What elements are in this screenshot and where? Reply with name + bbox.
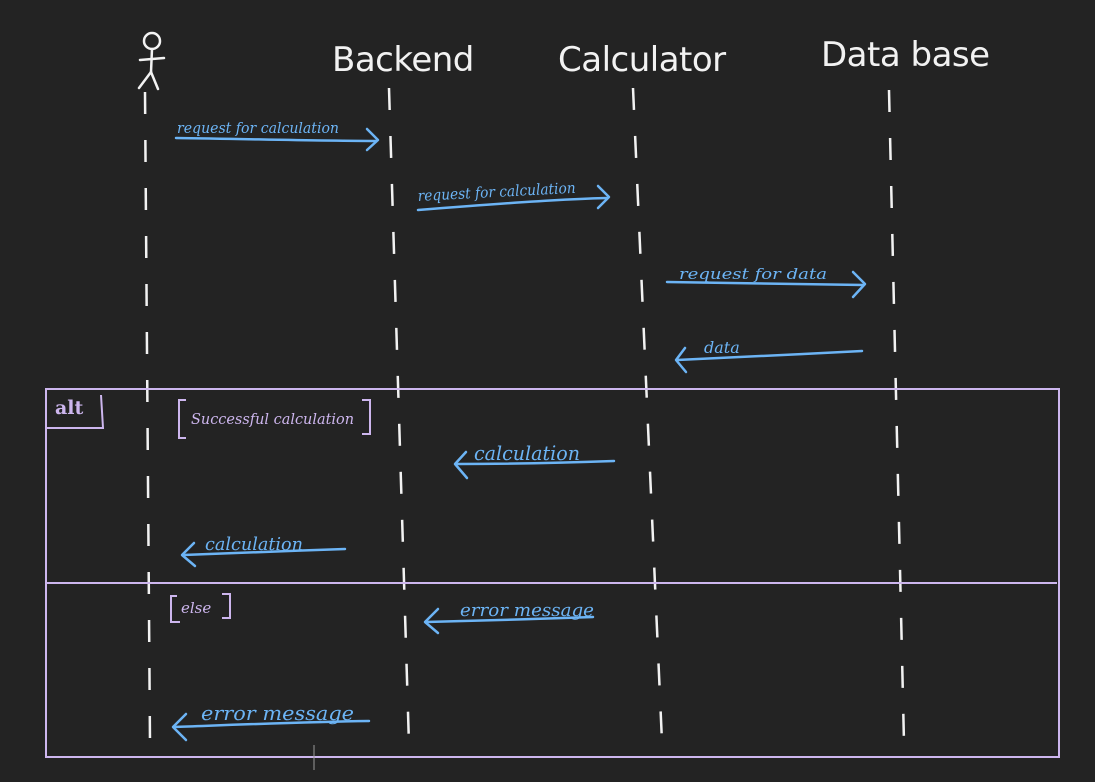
lifeline-backend	[387, 87, 411, 746]
message-arrow-m2	[416, 184, 611, 212]
alt-operator-box	[46, 394, 105, 429]
guard-bracket-left	[178, 399, 186, 439]
message-arrow-m3	[665, 270, 867, 299]
else-bracket-left	[170, 595, 180, 623]
lifeline-user	[143, 91, 152, 743]
guard-bracket-right	[362, 399, 371, 435]
message-label-m4: data	[704, 338, 740, 357]
message-arrow-m8	[171, 712, 371, 742]
message-arrow-m5	[453, 450, 616, 480]
message-label-m5: calculation	[474, 441, 580, 465]
else-bracket-right	[222, 593, 231, 619]
guard-success-label: Successful calculation	[191, 410, 354, 428]
message-label-m3: request for data	[679, 265, 827, 283]
participant-backend: Backend	[332, 40, 474, 80]
message-label-m6: calculation	[205, 534, 303, 555]
participant-calculator: Calculator	[558, 40, 726, 80]
alt-operator-label: alt	[55, 397, 84, 419]
alt-frame	[45, 388, 1060, 758]
message-label-m7: error message	[460, 600, 594, 621]
lifeline-database	[887, 89, 906, 744]
message-arrow-m7	[423, 607, 595, 635]
lifeline-calculator	[631, 87, 664, 743]
actor-user-icon	[137, 31, 166, 91]
message-label-m1: request for calculation	[177, 119, 339, 137]
message-label-m8: error message	[201, 701, 354, 725]
message-arrow-m1	[174, 127, 380, 152]
message-arrow-m4	[674, 346, 864, 374]
guard-else-label: else	[181, 599, 211, 617]
participant-database: Data base	[821, 35, 990, 75]
message-arrow-m6	[180, 541, 347, 568]
